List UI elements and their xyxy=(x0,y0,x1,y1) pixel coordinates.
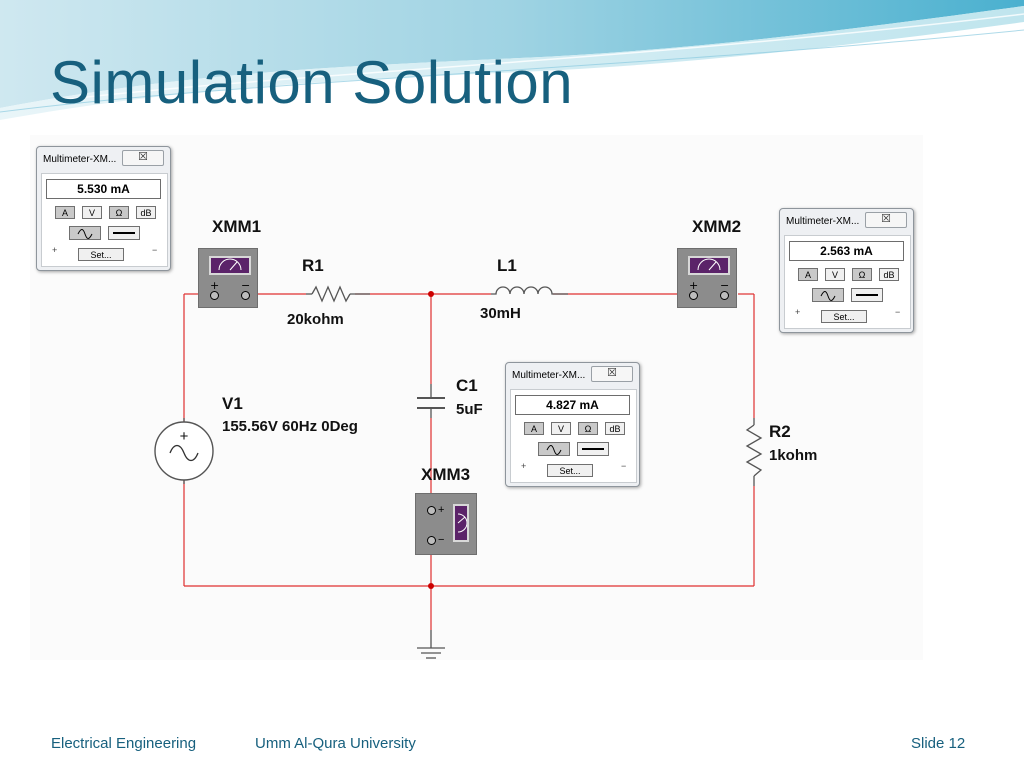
multimeter-1-ohm-button[interactable]: Ω xyxy=(109,206,129,219)
r1-name-label: R1 xyxy=(302,256,324,275)
xmm1-plus-label: + xyxy=(210,279,220,292)
multimeter-2-reading: 2.563 mA xyxy=(789,241,904,261)
close-icon[interactable]: ☒ xyxy=(122,150,164,166)
multimeter-3-panel: 4.827 mA A V Ω dB + − Set... xyxy=(510,389,637,483)
slide-title: Simulation Solution xyxy=(50,49,574,116)
multimeter-1-title: Multimeter-XM... xyxy=(43,154,117,165)
xmm2-label: XMM2 xyxy=(692,217,742,236)
xmm3-instrument[interactable]: + − xyxy=(415,493,477,555)
multimeter-3-ampere-button[interactable]: A xyxy=(524,422,544,435)
xmm1-plus-terminal[interactable] xyxy=(210,291,219,300)
multimeter-1-reading: 5.530 mA xyxy=(46,179,161,199)
xmm3-display-icon xyxy=(453,504,469,542)
multimeter-3-volt-button[interactable]: V xyxy=(551,422,571,435)
source-plus-label: + xyxy=(180,428,189,445)
circuit-nodes xyxy=(428,291,434,589)
xmm3-plus-label: + xyxy=(438,504,445,516)
r2-value-label: 1kohm xyxy=(769,447,818,464)
xmm2-minus-terminal[interactable] xyxy=(720,291,729,300)
multimeter-1-minus-label: − xyxy=(152,245,158,255)
ac-wave-icon[interactable] xyxy=(812,288,844,302)
footer-university: Umm Al-Qura University xyxy=(255,735,416,752)
xmm3-plus-terminal[interactable] xyxy=(427,506,436,515)
r1-value-label: 20kohm xyxy=(287,311,344,328)
multimeter-3-ohm-button[interactable]: Ω xyxy=(578,422,598,435)
multimeter-2-volt-button[interactable]: V xyxy=(825,268,845,281)
multimeter-3-reading: 4.827 mA xyxy=(515,395,630,415)
multimeter-2-db-button[interactable]: dB xyxy=(879,268,899,281)
xmm1-label: XMM1 xyxy=(212,217,262,236)
xmm1-minus-terminal[interactable] xyxy=(241,291,250,300)
xmm2-display-icon xyxy=(688,256,730,275)
multimeter-1-set-button[interactable]: Set... xyxy=(78,248,124,261)
multimeter-3-plus-label: + xyxy=(521,461,527,471)
xmm2-plus-label: + xyxy=(689,279,699,292)
multimeter-3-db-button[interactable]: dB xyxy=(605,422,625,435)
xmm2-instrument[interactable]: + − xyxy=(677,248,737,308)
multimeter-1-volt-button[interactable]: V xyxy=(82,206,102,219)
c1-value-label: 5uF xyxy=(456,401,483,418)
v1-name-label: V1 xyxy=(222,394,243,413)
xmm1-instrument[interactable]: + − xyxy=(198,248,258,308)
c1-name-label: C1 xyxy=(456,376,478,395)
ac-source-v1-symbol: + xyxy=(154,421,214,481)
multimeter-2-set-button[interactable]: Set... xyxy=(821,310,867,323)
l1-name-label: L1 xyxy=(497,256,517,275)
resistor-r2-symbol xyxy=(745,424,763,477)
multimeter-3-minus-label: − xyxy=(621,461,627,471)
dc-line-icon[interactable] xyxy=(577,442,609,456)
multimeter-2-title: Multimeter-XM... xyxy=(786,216,860,227)
multimeter-1-ampere-button[interactable]: A xyxy=(55,206,75,219)
multimeter-1-plus-label: + xyxy=(52,245,58,255)
ac-wave-icon[interactable] xyxy=(69,226,101,240)
multimeter-2-ampere-button[interactable]: A xyxy=(798,268,818,281)
xmm3-minus-label: − xyxy=(438,534,445,546)
multimeter-1-db-button[interactable]: dB xyxy=(136,206,156,219)
schematic-canvas xyxy=(30,135,923,660)
multimeter-2-plus-label: + xyxy=(795,307,801,317)
multimeter-1-panel: 5.530 mA A V Ω dB + − Set... xyxy=(41,173,168,267)
multimeter-3-set-button[interactable]: Set... xyxy=(547,464,593,477)
multimeter-2-panel: 2.563 mA A V Ω dB + − Set... xyxy=(784,235,911,329)
circuit-wires xyxy=(183,293,755,630)
xmm1-minus-label: − xyxy=(241,279,251,292)
resistor-r1-symbol xyxy=(311,285,351,303)
ac-wave-icon[interactable] xyxy=(538,442,570,456)
xmm2-minus-label: − xyxy=(720,279,730,292)
footer-department: Electrical Engineering xyxy=(51,735,197,752)
multimeter-window-1[interactable]: Multimeter-XM... ☒ 5.530 mA A V Ω dB + −… xyxy=(36,146,171,271)
close-icon[interactable]: ☒ xyxy=(591,366,633,382)
multimeter-2-minus-label: − xyxy=(895,307,901,317)
xmm3-label: XMM3 xyxy=(421,465,471,484)
xmm2-plus-terminal[interactable] xyxy=(689,291,698,300)
multimeter-3-title: Multimeter-XM... xyxy=(512,370,586,381)
xmm1-display-icon xyxy=(209,256,251,275)
multimeter-window-2[interactable]: Multimeter-XM... ☒ 2.563 mA A V Ω dB + −… xyxy=(779,208,914,333)
v1-value-label: 155.56V 60Hz 0Deg xyxy=(222,418,358,435)
dc-line-icon[interactable] xyxy=(851,288,883,302)
header-wave-decoration xyxy=(0,0,1024,120)
xmm3-minus-terminal[interactable] xyxy=(427,536,436,545)
r2-name-label: R2 xyxy=(769,422,791,441)
close-icon[interactable]: ☒ xyxy=(865,212,907,228)
multimeter-window-3[interactable]: Multimeter-XM... ☒ 4.827 mA A V Ω dB + −… xyxy=(505,362,640,487)
l1-value-label: 30mH xyxy=(480,305,521,322)
multimeter-2-ohm-button[interactable]: Ω xyxy=(852,268,872,281)
footer-slide-number: Slide 12 xyxy=(911,735,966,752)
inductor-l1-symbol xyxy=(491,286,568,295)
dc-line-icon[interactable] xyxy=(108,226,140,240)
